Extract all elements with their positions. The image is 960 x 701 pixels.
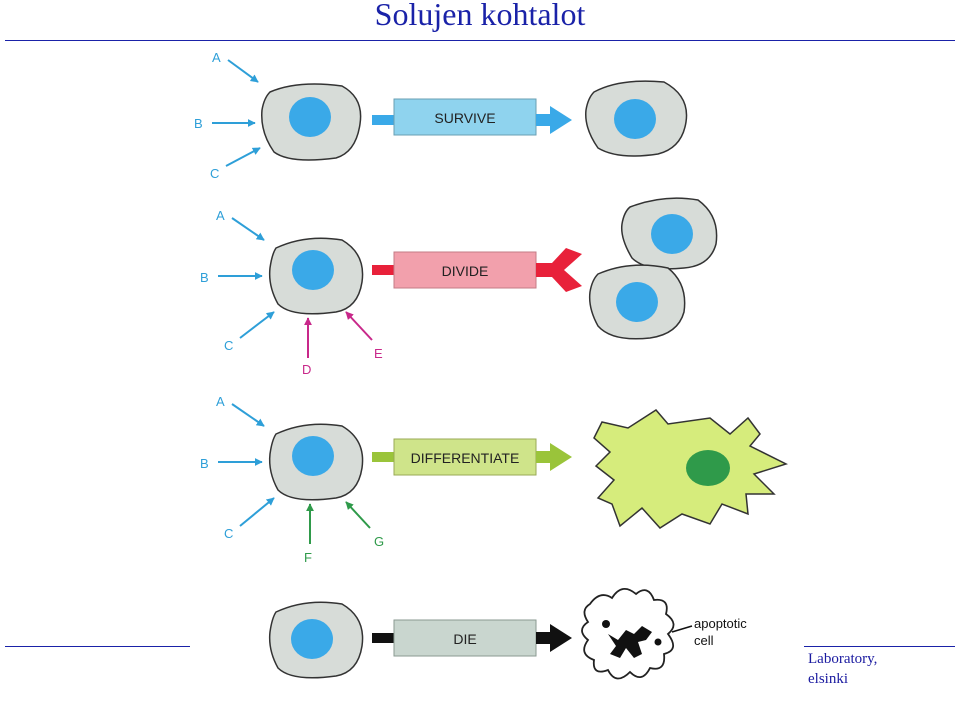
signal-arrow-a — [227, 59, 259, 83]
cell-nucleus — [614, 99, 656, 139]
cell-nucleus — [292, 250, 334, 290]
differentiated-cell-nucleus — [686, 450, 730, 486]
signal-arrow-a — [231, 217, 265, 241]
fate-arrow-tail — [372, 452, 394, 462]
signal-label-c: C — [224, 338, 233, 353]
cell-nucleus — [651, 214, 693, 254]
footer-text-line1: Laboratory, — [808, 651, 878, 667]
footer-rule-right — [804, 646, 955, 647]
signal-label-d: D — [302, 362, 311, 377]
cell-fates-diagram: A B C SURVIVE A B C D E DIVIDE — [194, 50, 788, 680]
signal-label-c: C — [210, 166, 219, 181]
signal-label-e: E — [374, 346, 383, 361]
fate-label-divide: DIVIDE — [442, 263, 489, 279]
signal-label-a: A — [216, 208, 225, 223]
fate-label-survive: SURVIVE — [434, 110, 495, 126]
signal-arrow-c — [239, 311, 275, 339]
signal-arrow-e — [345, 311, 373, 341]
apoptotic-label-line1: apoptotic — [694, 616, 747, 631]
fate-label-differentiate: DIFFERENTIATE — [411, 450, 520, 466]
signal-arrow-c — [225, 147, 261, 167]
fate-box-divide — [393, 251, 537, 289]
header-rule — [5, 40, 955, 41]
signal-label-a: A — [212, 50, 221, 65]
cell-fates-figure: A B C SURVIVE A B C D E DIVIDE — [190, 42, 804, 701]
fate-box-differentiate — [393, 438, 537, 476]
signal-label-b: B — [200, 270, 209, 285]
fate-arrow-head — [536, 624, 572, 652]
row-differentiate: A B C F G DIFFERENTIATE — [200, 394, 788, 565]
signal-arrow-a — [231, 403, 265, 427]
fragmented-nucleus — [608, 626, 652, 658]
slide-title: Solujen kohtalot — [374, 0, 586, 32]
signal-label-c: C — [224, 526, 233, 541]
signal-label-b: B — [200, 456, 209, 471]
signal-label-f: F — [304, 550, 312, 565]
row-survive: A B C SURVIVE — [194, 50, 688, 181]
apoptotic-label-line2: cell — [694, 633, 714, 648]
signal-arrow-g — [345, 501, 371, 529]
fate-arrow-head — [536, 106, 572, 134]
row-die: DIE apoptotic cell — [268, 588, 747, 680]
row-divide: A B C D E DIVIDE — [200, 197, 718, 377]
label-pointer — [671, 625, 693, 633]
signal-label-a: A — [216, 394, 225, 409]
signal-label-g: G — [374, 534, 384, 549]
footer-text-line2: elsinki — [808, 671, 848, 687]
fate-arrow-tail — [372, 115, 394, 125]
footer-rule-left — [5, 646, 190, 647]
fate-arrow-head — [536, 443, 572, 471]
cell-nucleus — [616, 282, 658, 322]
nuclear-fragment — [602, 620, 610, 628]
signal-label-b: B — [194, 116, 203, 131]
fate-arrow-tail — [372, 265, 394, 275]
cell-nucleus — [289, 97, 331, 137]
fate-box-die — [393, 619, 537, 657]
cell-nucleus — [291, 619, 333, 659]
signal-arrow-c — [239, 497, 275, 527]
fate-box-survive — [393, 98, 537, 136]
fate-label-die: DIE — [453, 631, 476, 647]
nuclear-fragment — [654, 638, 662, 646]
fate-arrow-tail — [372, 633, 394, 643]
cell-nucleus — [292, 436, 334, 476]
fate-arrow-split — [536, 248, 582, 292]
